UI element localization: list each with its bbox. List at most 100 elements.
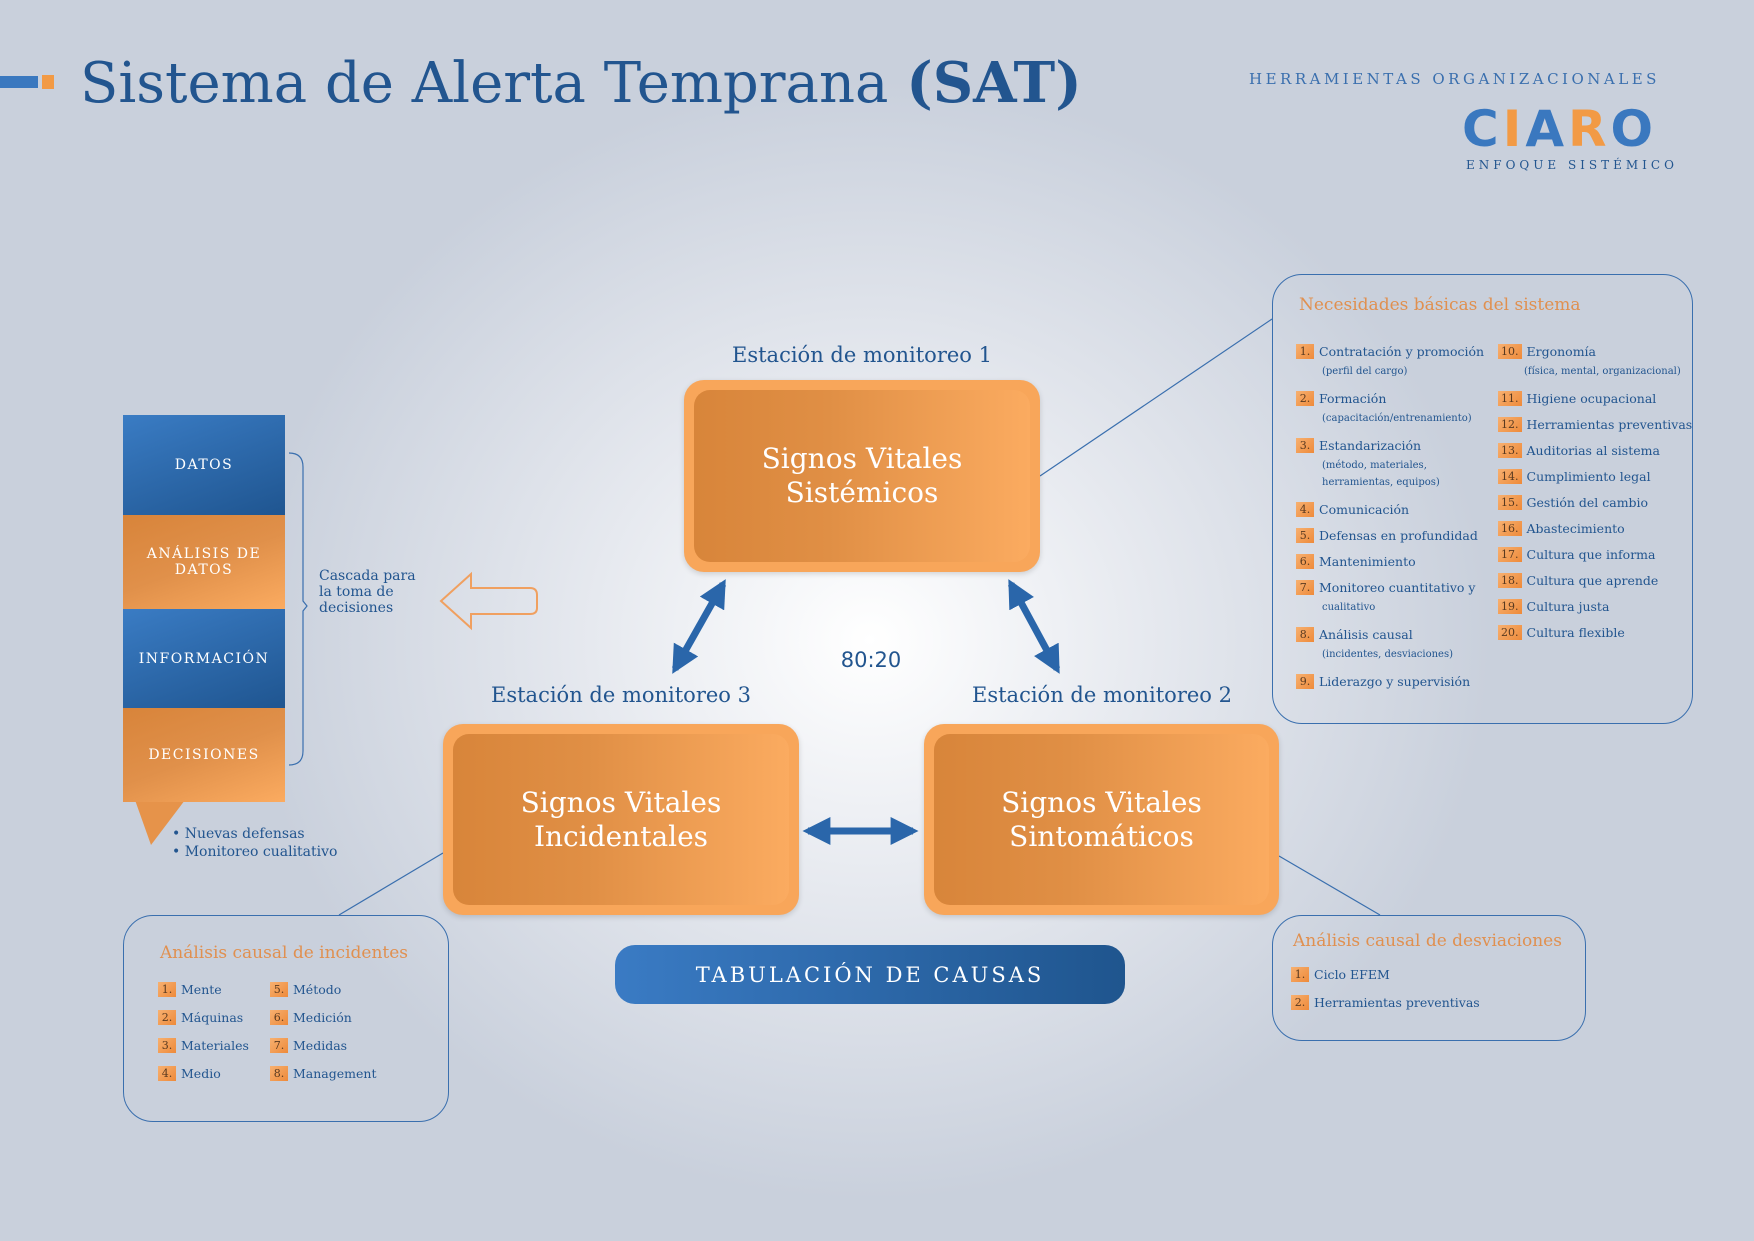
arrow-1-3 xyxy=(671,579,727,674)
list-item: 17. Cultura que informa xyxy=(1498,547,1692,562)
item-number: 7. xyxy=(270,1038,288,1053)
item-subtext: cualitativo xyxy=(1322,602,1376,613)
logo: CIARO xyxy=(1462,100,1658,158)
item-text: Management xyxy=(293,1066,377,1081)
item-number: 6. xyxy=(1296,554,1314,569)
item-number: 13. xyxy=(1498,443,1522,458)
list-item: 2.Máquinas xyxy=(158,1010,249,1025)
box-line: Incidentales xyxy=(533,819,709,853)
hollow-left-arrow-icon xyxy=(439,571,538,631)
cascade-step-decisiones: DECISIONES xyxy=(123,708,285,802)
list-item: 13.Auditorias al sistema xyxy=(1498,443,1692,458)
item-text: Ergonomía xyxy=(1526,344,1597,359)
item-text: Liderazgo y supervisión xyxy=(1319,674,1471,689)
deviations-panel: Análisis causal de desviaciones 1.Ciclo … xyxy=(1272,915,1586,1041)
item-text: Herramientas preventivas xyxy=(1526,417,1693,432)
list-item: 5. Defensas en profundidad xyxy=(1296,528,1484,543)
item-number: 2. xyxy=(1296,391,1314,406)
item-text: Ciclo EFEM xyxy=(1314,967,1390,982)
item-number: 16. xyxy=(1498,521,1522,536)
tagline: HERRAMIENTAS ORGANIZACIONALES xyxy=(1249,70,1660,88)
item-number: 1. xyxy=(158,982,176,997)
item-number: 7. xyxy=(1296,580,1314,595)
item-subtext: (método, materiales, xyxy=(1322,460,1427,471)
item-number: 2. xyxy=(1291,995,1309,1010)
item-subtext: herramientas, equipos) xyxy=(1322,477,1440,488)
incidents-column-2: 5. Método 6. Medición 7.Medidas 8.Management xyxy=(270,982,376,1094)
connector-needs xyxy=(1039,318,1273,477)
box-line: Sistémicos xyxy=(785,476,939,509)
item-text: Gestión del cambio xyxy=(1526,495,1649,510)
list-item: 6. Mantenimiento xyxy=(1296,554,1484,569)
tabulation-button[interactable]: TABULACIÓN DE CAUSAS xyxy=(615,945,1125,1004)
station-3-label: Estación de monitoreo 3 xyxy=(491,683,751,707)
item-text: Método xyxy=(293,982,342,997)
item-text: Estandarización xyxy=(1319,438,1422,453)
item-number: 8. xyxy=(1296,627,1314,642)
item-text: Mantenimiento xyxy=(1319,554,1416,569)
arrow-1-2 xyxy=(1007,579,1061,674)
item-number: 10. xyxy=(1498,344,1522,359)
list-item: 20.Cultura flexible xyxy=(1498,625,1692,640)
list-item: 15.Gestión del cambio xyxy=(1498,495,1692,510)
item-text: Medición xyxy=(293,1010,352,1025)
item-text: Cultura que aprende xyxy=(1526,573,1659,588)
item-number: 5. xyxy=(270,982,288,997)
needs-title: Necesidades básicas del sistema xyxy=(1299,295,1581,315)
item-text: Cultura justa xyxy=(1526,599,1610,614)
item-number: 18. xyxy=(1498,573,1522,588)
item-text: Higiene ocupacional xyxy=(1526,391,1657,406)
item-subtext: (perfil del cargo) xyxy=(1322,366,1408,377)
needs-column-2: 10. Ergonomía (física, mental, organizacio… xyxy=(1498,344,1692,651)
list-item: 1.Mente xyxy=(158,982,249,997)
list-item: 10. Ergonomía (física, mental, organizacio… xyxy=(1498,344,1692,380)
station-1-label: Estación de monitoreo 1 xyxy=(732,343,992,367)
bullet-item: • Nuevas defensas xyxy=(172,826,305,842)
needs-column-1: 1.Contratación y promoción(perfil del ca… xyxy=(1296,344,1484,700)
item-number: 3. xyxy=(1296,438,1314,453)
item-subtext: (física, mental, organizacional) xyxy=(1524,366,1681,377)
list-item: 19. Cultura justa xyxy=(1498,599,1692,614)
list-item: 4.Comunicación xyxy=(1296,502,1484,517)
item-text: Comunicación xyxy=(1319,502,1410,517)
item-number: 11. xyxy=(1498,391,1522,406)
list-item: 2.Formación(capacitación/entrenamiento) xyxy=(1296,391,1484,427)
box-line: Signos Vitales xyxy=(761,442,963,475)
item-text: Cultura que informa xyxy=(1526,547,1656,562)
item-number: 5. xyxy=(1296,528,1314,543)
item-number: 6. xyxy=(270,1010,288,1025)
cascade-step-analisis: ANÁLISIS DE DATOS xyxy=(123,515,285,609)
list-item: 18. Cultura que aprende xyxy=(1498,573,1692,588)
item-subtext: (capacitación/entrenamiento) xyxy=(1322,413,1472,424)
needs-panel: Necesidades básicas del sistema 1.Contra… xyxy=(1272,274,1693,724)
item-text: Medio xyxy=(181,1066,221,1081)
list-item: 9. Liderazgo y supervisión xyxy=(1296,674,1484,689)
item-subtext: (incidentes, desviaciones) xyxy=(1322,649,1453,660)
item-text: Defensas en profundidad xyxy=(1319,528,1478,543)
cascade-pointer xyxy=(135,800,185,845)
title-acronym: (SAT) xyxy=(906,50,1082,116)
list-item: 11. Higiene ocupacional xyxy=(1498,391,1692,406)
list-item: 3. Estandarización (método, materiales, her… xyxy=(1296,438,1484,491)
item-number: 19. xyxy=(1498,599,1522,614)
item-number: 9. xyxy=(1296,674,1314,689)
list-item: 7.Medidas xyxy=(270,1038,376,1053)
item-number: 17. xyxy=(1498,547,1522,562)
list-item: 8.Management xyxy=(270,1066,376,1081)
item-text: Materiales xyxy=(181,1038,249,1053)
ratio-label: 80:20 xyxy=(840,648,902,672)
cascade-bracket xyxy=(288,452,308,766)
list-item: 1.Contratación y promoción(perfil del ca… xyxy=(1296,344,1484,380)
list-item: 7. Monitoreo cuantitativo y cualitativo xyxy=(1296,580,1484,616)
box-line: Signos Vitales xyxy=(1001,785,1202,819)
cascade-step-datos: DATOS xyxy=(123,415,285,515)
item-text: Análisis causal xyxy=(1319,627,1413,642)
cascade-step-informacion: INFORMACIÓN xyxy=(123,609,285,708)
item-text: Monitoreo cuantitativo y xyxy=(1319,580,1476,595)
page-title: Sistema de Alerta Temprana (SAT) xyxy=(80,50,1082,116)
